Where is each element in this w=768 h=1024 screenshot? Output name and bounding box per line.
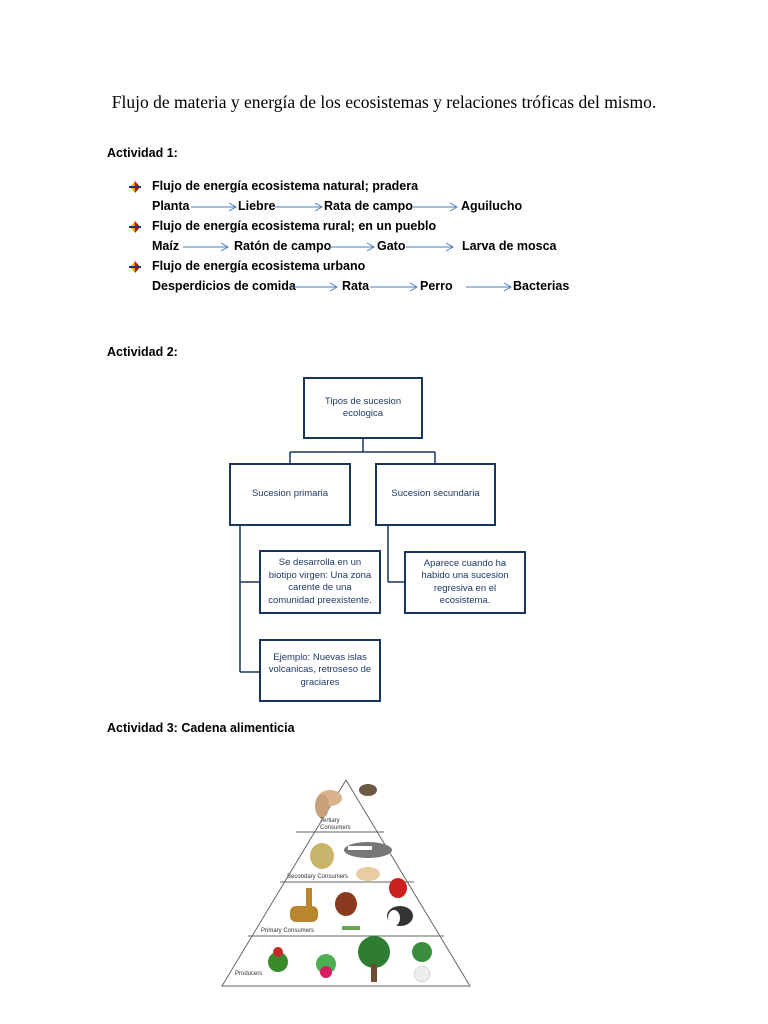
arrow-bullet-icon [129, 261, 141, 273]
diagram-root-box: Tipos de sucesion ecologica [303, 377, 423, 439]
chain-1-item-1: Planta [152, 199, 190, 213]
producers-label: Producers [235, 971, 263, 977]
tertiary-consumers-label: Tertiary Consumers [320, 818, 351, 831]
arrow-bullet-icon [129, 221, 141, 233]
activity-3-heading: Actividad 3: Cadena alimenticia [107, 721, 295, 735]
page-title: Flujo de materia y energía de los ecosis… [111, 92, 657, 112]
chain-1-item-3: Rata de campo [324, 199, 413, 213]
secondary-succession-box: Sucesion secundaria [375, 463, 496, 526]
chain-1-item-2: Liebre [238, 199, 276, 213]
chain-arrow [275, 202, 323, 212]
chain-arrow [329, 242, 375, 252]
flow-title-3: Flujo de energía ecosistema urbano [152, 259, 366, 273]
chain-1-item-4: Aguilucho [461, 199, 523, 213]
chain-arrow [290, 282, 338, 292]
chain-arrow [412, 202, 458, 212]
chain-3-item-3: Perro [420, 279, 453, 293]
activity-1-heading: Actividad 1: [107, 146, 178, 160]
primary-succession-box: Sucesion primaria [229, 463, 351, 526]
chain-2-item-1: Maíz [152, 239, 180, 253]
secondary-description-box: Aparece cuando ha habido una sucesion re… [404, 551, 526, 614]
chain-3-item-1: Desperdicios de comida [152, 279, 296, 293]
flow-title-1: Flujo de energía ecosistema natural; pra… [152, 179, 419, 193]
chain-3-item-4: Bacterias [513, 279, 570, 293]
activity-2-heading: Actividad 2: [107, 345, 178, 359]
arrow-bullet-icon [129, 181, 141, 193]
chain-3-item-2: Rata [342, 279, 370, 293]
primary-consumers-label: Primary Consumers [261, 928, 315, 934]
chain-2-item-2: Ratón de campo [234, 239, 332, 253]
flow-title-2: Flujo de energía ecosistema rural; en un… [152, 219, 437, 233]
chain-arrow [466, 282, 512, 292]
primary-description-box: Se desarrolla en un biotipo virgen: Una … [259, 550, 381, 614]
chain-2-item-4: Larva de mosca [462, 239, 557, 253]
chain-arrow [370, 282, 418, 292]
chain-2-item-3: Gato [377, 239, 406, 253]
chain-arrow [183, 242, 229, 252]
secondary-consumers-label: Secondary Consumers [287, 874, 349, 880]
chain-arrow [406, 242, 454, 252]
primary-example-box: Ejemplo: Nuevas islas volcanicas, retros… [259, 639, 381, 702]
chain-arrow [191, 202, 237, 212]
food-pyramid-illustration [221, 779, 471, 987]
